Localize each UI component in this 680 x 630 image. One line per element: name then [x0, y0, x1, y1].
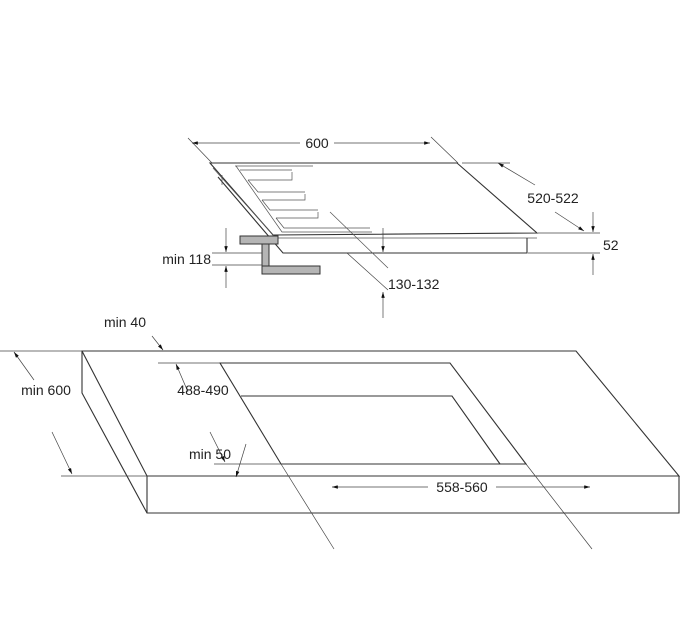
label-height: 52	[603, 237, 619, 253]
dimension-min-40: min 40	[104, 314, 164, 351]
mounting-bracket	[239, 235, 321, 275]
label-min-40: min 40	[104, 314, 146, 330]
dimension-min-50: min 50	[189, 443, 247, 478]
dimension-min-600: min 600	[0, 350, 147, 477]
worktop-top-face	[81, 350, 680, 477]
label-depth: 520-522	[527, 190, 579, 206]
dimension-488-490: 488-490	[158, 362, 282, 465]
dimension-558-560: 558-560	[280, 463, 593, 550]
worktop	[81, 350, 680, 514]
hob	[208, 162, 539, 269]
dimension-depth-520-522: 520-522	[462, 162, 600, 234]
hob-body	[217, 176, 528, 254]
dimension-width-600: 600	[187, 135, 459, 164]
dimension-130-132: 130-132	[346, 228, 440, 318]
cutout-outer	[219, 362, 528, 465]
dimension-height-52: 52	[528, 212, 619, 275]
dimension-min-118: min 118	[162, 228, 262, 288]
label-488-490: 488-490	[177, 382, 229, 398]
hob-control-panel	[235, 165, 389, 269]
label-min-118: min 118	[162, 251, 211, 267]
label-min-600: min 600	[21, 382, 71, 398]
label-130-132: 130-132	[388, 276, 440, 292]
worktop-edges	[81, 351, 680, 514]
label-width: 600	[305, 135, 329, 151]
label-min-50: min 50	[189, 446, 231, 462]
label-558-560: 558-560	[436, 479, 488, 495]
cutout-inner	[241, 395, 501, 465]
